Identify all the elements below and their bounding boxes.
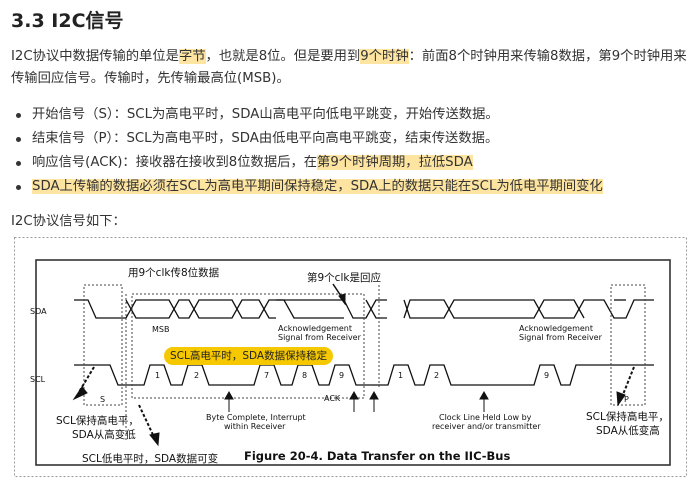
tick-9b: 9 xyxy=(544,371,550,380)
figure-frame xyxy=(35,259,671,466)
note-left-2: SDA从高变低 xyxy=(72,429,136,441)
ack-signal-label-1b: Signal from Receiver xyxy=(278,333,361,342)
stop-p-label: P xyxy=(624,395,629,404)
intro-paragraph: I2C协议中数据传输的单位是字节，也就是8位。但是要用到9个时钟：前面8个时钟用… xyxy=(11,46,691,90)
note-right-1: SCL保持高电平， xyxy=(586,411,669,423)
ack-text: 响应信号(ACK)：接收器在接收到8位数据后，在 xyxy=(32,155,318,170)
ack-label: ACK xyxy=(324,394,341,403)
signals-intro: I2C协议信号如下： xyxy=(11,214,126,229)
note-highlight: SDA上传输的数据必须在SCL为高电平期间保持稳定，SDA上的数据只能在SCL为… xyxy=(32,179,603,194)
note-9th: 第9个clk是回应 xyxy=(307,272,381,284)
scl-label: SCL xyxy=(30,375,46,384)
highlight-byte: 字节 xyxy=(178,49,206,64)
scl-waveform xyxy=(74,364,654,386)
list-item-stop: 结束信号（P）：SCL为高电平时，SDA由低电平向高电平跳变，结束传送数据。 xyxy=(11,127,691,151)
signal-list: 开始信号（S）：SCL为高电平时，SDA山高电平向低电平跳变，开始传送数据。 结… xyxy=(11,103,691,199)
section-heading: 3.3 I2C信号 xyxy=(11,10,124,32)
note-right-2: SDA从低变高 xyxy=(596,425,660,437)
tick-2: 2 xyxy=(194,371,200,380)
list-item-note: SDA上传输的数据必须在SCL为高电平期间保持稳定，SDA上的数据只能在SCL为… xyxy=(11,175,691,199)
list-item-start: 开始信号（S）：SCL为高电平时，SDA山高电平向低电平跳变，开始传送数据。 xyxy=(11,103,691,127)
para-text-2: ，也就是8位。但是要用到 xyxy=(205,49,361,64)
timing-figure: SDA SCL MSB Acknowledgement Signal from … xyxy=(14,237,687,477)
timing-diagram-svg xyxy=(14,237,687,477)
sda-waveform xyxy=(74,299,654,319)
ack-signal-label-2: Acknowledgement xyxy=(519,324,594,333)
annotation-arrows xyxy=(72,283,635,447)
tick-8: 8 xyxy=(302,371,308,380)
byte-complete-2: within Receiver xyxy=(224,422,286,431)
tick-9: 9 xyxy=(339,371,345,380)
note-left-1: SCL保持高电平， xyxy=(56,415,139,427)
clock-hold-1: Clock Line Held Low by xyxy=(439,413,532,422)
note-bottom: SCL低电平时，SDA数据可变 xyxy=(82,453,219,465)
outer-dashed-border xyxy=(14,237,687,477)
tick-1b: 1 xyxy=(398,371,404,380)
tick-7: 7 xyxy=(264,371,270,380)
ack-signal-label-2b: Signal from Receiver xyxy=(519,333,602,342)
sda-start-fall xyxy=(74,299,126,319)
para-text-1: I2C协议中数据传输的单位是 xyxy=(11,49,179,64)
highlight-9-clocks: 9个时钟 xyxy=(360,49,409,64)
dashed-guides xyxy=(83,284,646,442)
ack-highlight: 第9个时钟周期，拉低SDA xyxy=(317,155,473,170)
note-9clk: 用9个clk传8位数据 xyxy=(128,267,220,279)
tick-1: 1 xyxy=(155,371,161,380)
byte-complete-1: Byte Complete, Interrupt xyxy=(206,413,306,422)
ack-signal-label-1: Acknowledgement xyxy=(278,324,353,333)
start-s-label: S xyxy=(100,395,106,404)
figure-caption: Figure 20-4. Data Transfer on the IIC-Bu… xyxy=(244,449,511,463)
tick-2b: 2 xyxy=(434,371,440,380)
msb-label: MSB xyxy=(152,325,170,334)
list-item-ack: 响应信号(ACK)：接收器在接收到8位数据后，在第9个时钟周期，拉低SDA xyxy=(11,151,691,175)
sda-label: SDA xyxy=(30,307,47,316)
note-scl-high-badge: SCL高电平时，SDA数据保持稳定 xyxy=(164,347,334,365)
para-text-3: ：前面8个时钟用来传输8数据，第9个时钟用来传输回应信号。传输时，先传输最高位(… xyxy=(11,49,687,86)
clock-hold-2: receiver and/or transmitter xyxy=(432,422,541,431)
